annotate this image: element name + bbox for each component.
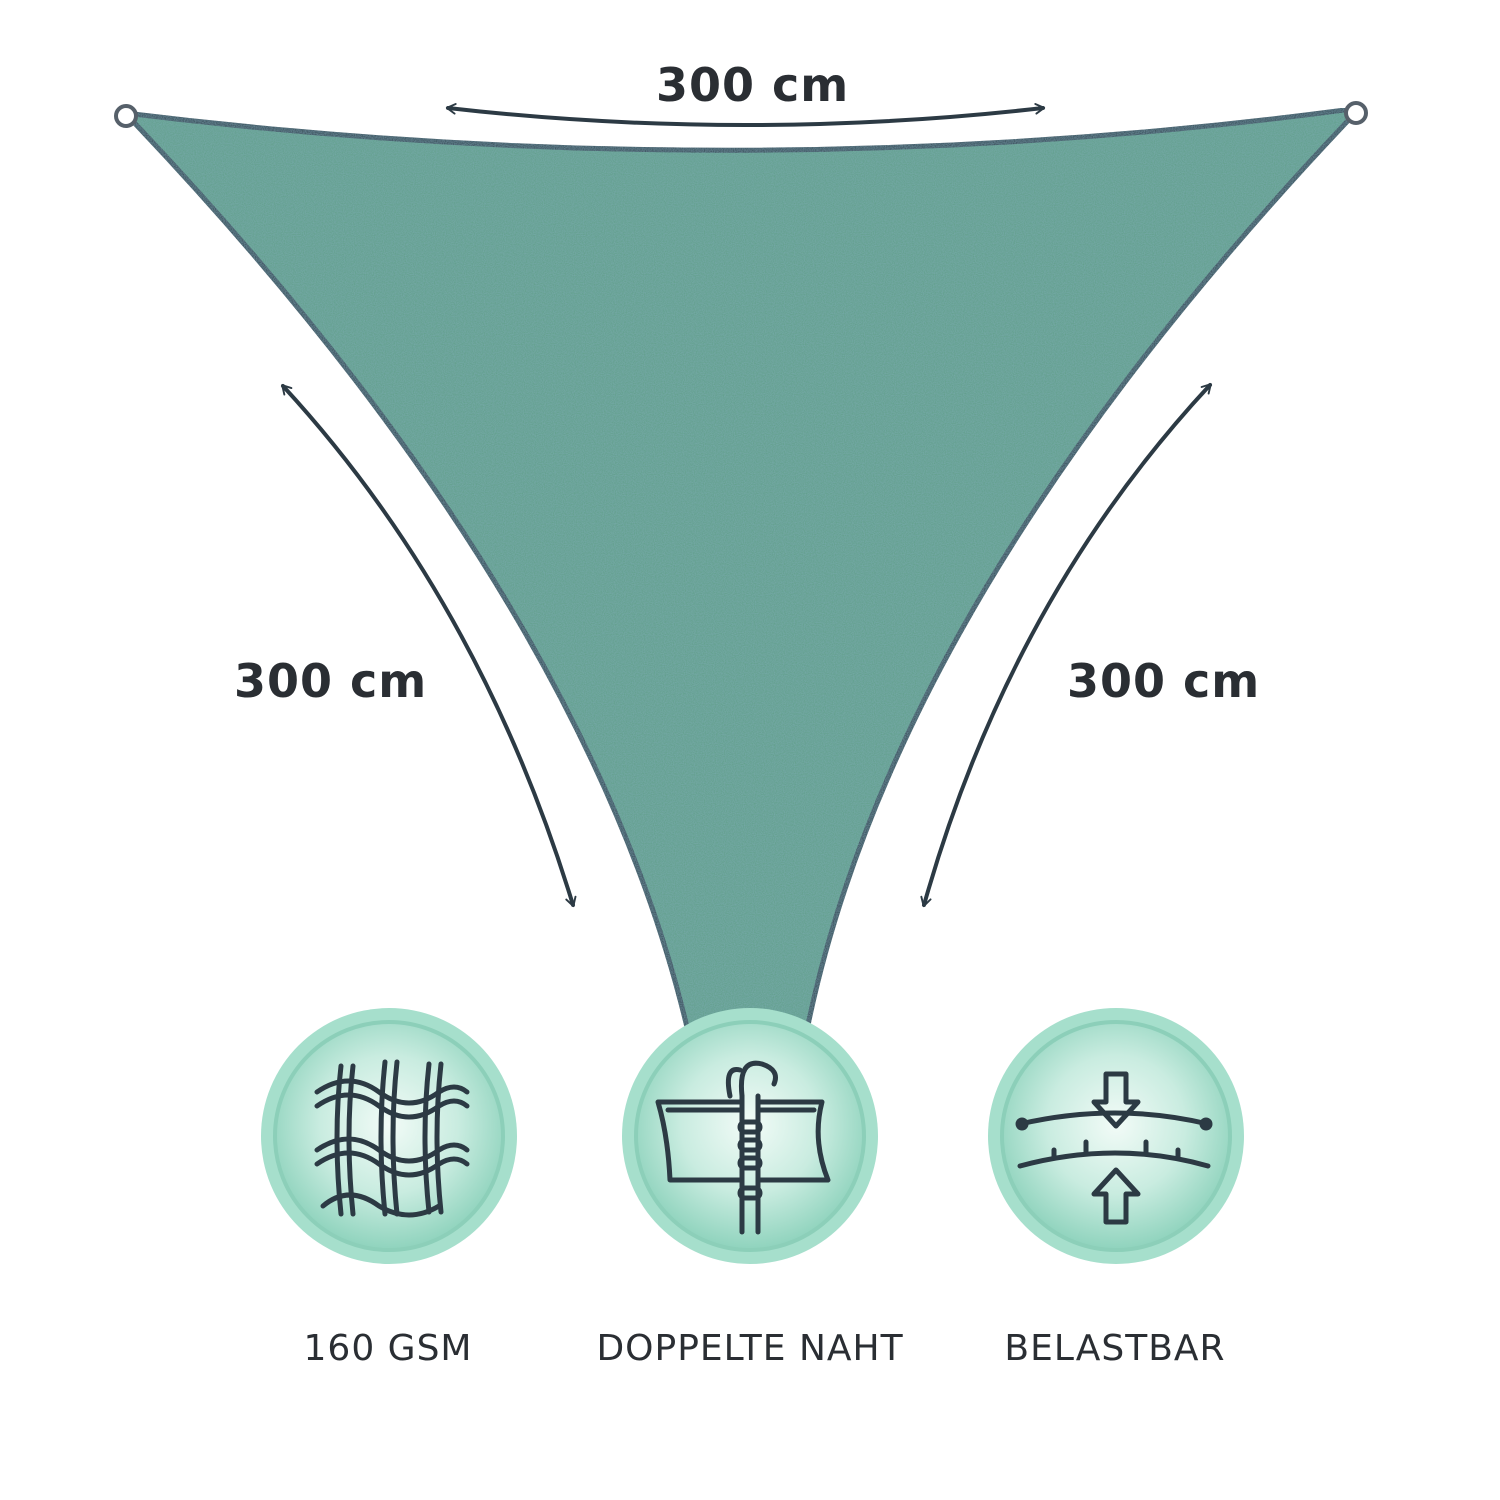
sail-fabric <box>122 105 1363 1043</box>
arrow-top <box>445 103 1046 127</box>
dimension-left-label: 300 cm <box>234 654 428 708</box>
dimension-right-label: 300 cm <box>1067 654 1261 708</box>
feature-label-load: BELASTBAR <box>1004 1328 1226 1369</box>
dimension-arrows <box>281 103 1212 908</box>
corner-ring-right <box>1344 101 1368 125</box>
arrow-left <box>281 384 577 908</box>
double-seam-icon <box>655 1060 831 1235</box>
corner-ring-left <box>114 104 138 128</box>
load-bearing-icon <box>1015 1071 1213 1225</box>
feature-label-seam: DOPPELTE NAHT <box>596 1328 904 1369</box>
feature-badge-3 <box>988 1008 1244 1264</box>
feature-badge-2 <box>622 1008 878 1264</box>
woven-fabric-icon <box>314 1059 470 1218</box>
shade-sail <box>114 101 1368 1043</box>
feature-badge-1 <box>261 1008 517 1264</box>
arrow-right <box>920 383 1212 908</box>
dimension-top-label: 300 cm <box>656 58 850 112</box>
feature-label-weight: 160 GSM <box>303 1328 473 1369</box>
